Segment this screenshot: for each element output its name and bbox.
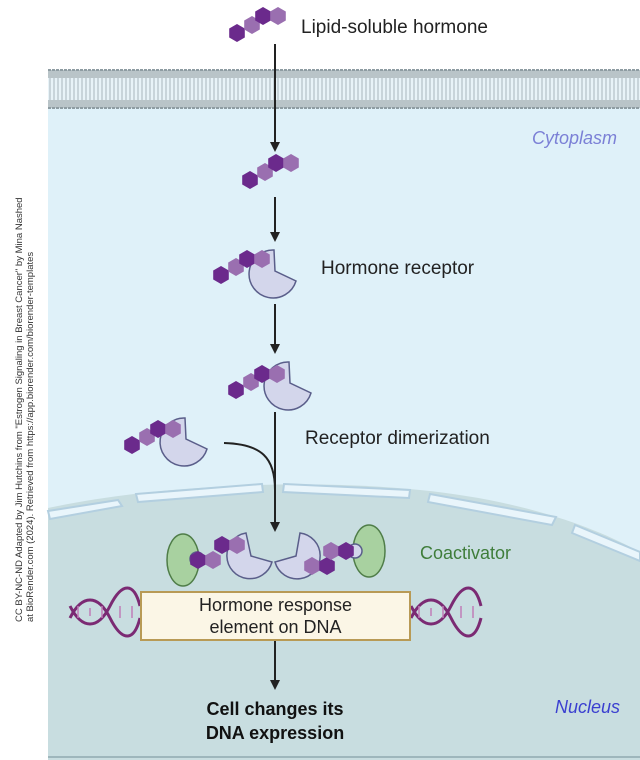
outcome-line2: DNA expression: [205, 723, 345, 743]
credit-line1: CC BY-NC-ND Adapted by Jim Hutchins from…: [14, 197, 25, 622]
hormone-receptor-complex: [228, 361, 312, 411]
cell-membrane-icon: [48, 69, 640, 109]
attribution-credit: CC BY-NC-ND Adapted by Jim Hutchins from…: [14, 122, 36, 622]
coactivator-label: Coactivator: [420, 543, 512, 563]
hormone-receptor-complex: [213, 249, 297, 299]
hre-label-line1: Hormone response: [198, 595, 353, 615]
hre-label-line2: element on DNA: [209, 617, 342, 637]
dna-helix-icon: [409, 586, 483, 638]
cytoplasm-label: Cytoplasm: [532, 128, 618, 148]
hormone-molecule-icon: [229, 7, 286, 42]
hormone-receptor-complex: [124, 417, 208, 467]
credit-line2: at BioRender.com (2024). Retrieved from …: [25, 251, 36, 622]
receptor-dimer-complex: [166, 524, 386, 587]
outcome-label: Cell changes its DNA expression: [175, 697, 375, 745]
nuclear-envelope-icon: [46, 482, 640, 563]
outcome-line1: Cell changes its: [206, 699, 344, 719]
receptor-label: Hormone receptor: [321, 258, 475, 279]
nucleus-label: Nucleus: [555, 697, 621, 717]
dna-helix-icon: [68, 586, 142, 638]
arrow-merge-curve: [223, 442, 276, 491]
pathway-arrows: [223, 44, 280, 690]
dimerization-label: Receptor dimerization: [305, 428, 490, 449]
hormone-label: Lipid-soluble hormone: [301, 17, 488, 38]
hormone-response-element-box: Hormone response element on DNA: [140, 591, 411, 641]
